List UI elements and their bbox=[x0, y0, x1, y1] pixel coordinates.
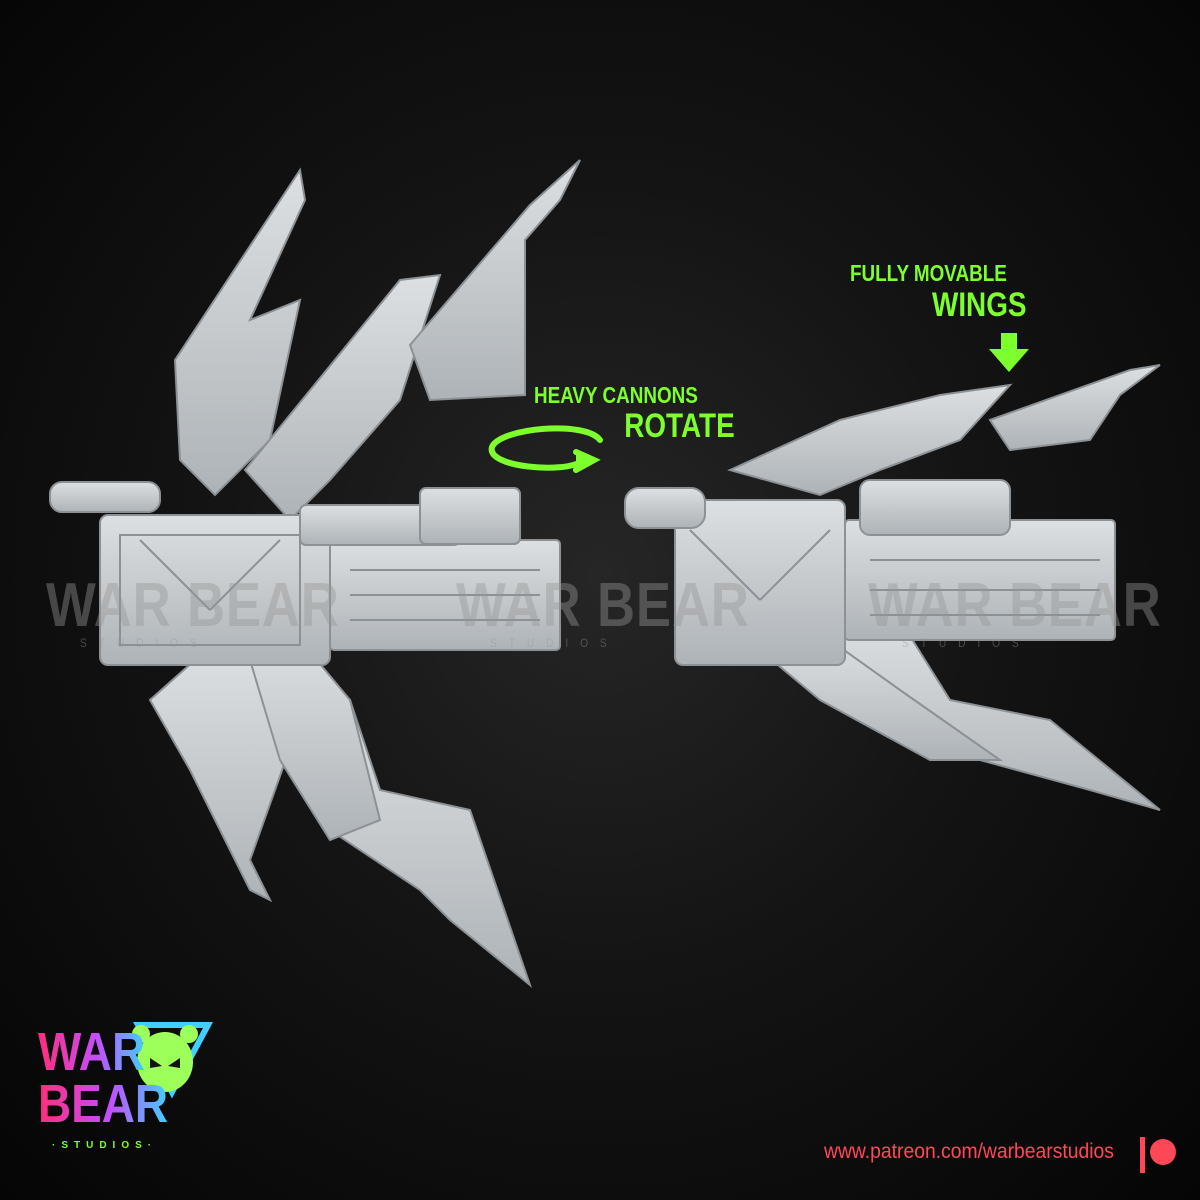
logo-subtitle: ·STUDIOS· bbox=[52, 1140, 158, 1151]
bear-head-logo-icon bbox=[132, 1022, 214, 1099]
down-arrow-icon bbox=[989, 333, 1029, 372]
cannons-callout-line2: ROTATE bbox=[624, 407, 735, 445]
cannons-callout: HEAVY CANNONS ROTATE bbox=[534, 382, 735, 445]
patreon-url[interactable]: www.patreon.com/warbearstudios bbox=[824, 1140, 1114, 1163]
watermark-text: WAR BEAR bbox=[868, 571, 1162, 640]
logo-line1: WAR bbox=[38, 1022, 146, 1082]
ship-side-view bbox=[624, 364, 1161, 811]
ship-top-view bbox=[49, 159, 581, 988]
watermark-text: WAR BEAR bbox=[46, 571, 340, 640]
watermark-subtext: STUDIOS bbox=[490, 636, 619, 650]
cannons-callout-line1: HEAVY CANNONS bbox=[534, 382, 698, 408]
logo-line2: BEAR bbox=[38, 1074, 169, 1134]
patreon-icon bbox=[1140, 1137, 1176, 1173]
watermark: WAR BEAR STUDIOS bbox=[868, 570, 1162, 650]
watermark: WAR BEAR STUDIOS bbox=[46, 570, 340, 650]
watermark: WAR BEAR STUDIOS bbox=[456, 570, 750, 650]
wings-callout-line2: WINGS bbox=[932, 286, 1027, 324]
wings-callout: FULLY MOVABLE WINGS bbox=[850, 260, 1027, 324]
rotate-arrow-icon bbox=[488, 425, 603, 473]
watermark-subtext: STUDIOS bbox=[902, 636, 1031, 650]
wings-callout-line1: FULLY MOVABLE bbox=[850, 260, 1007, 286]
watermark-text: WAR BEAR bbox=[456, 571, 750, 640]
brand-logo: WAR BEAR ·STUDIOS· bbox=[30, 1010, 230, 1180]
watermark-subtext: STUDIOS bbox=[80, 636, 209, 650]
